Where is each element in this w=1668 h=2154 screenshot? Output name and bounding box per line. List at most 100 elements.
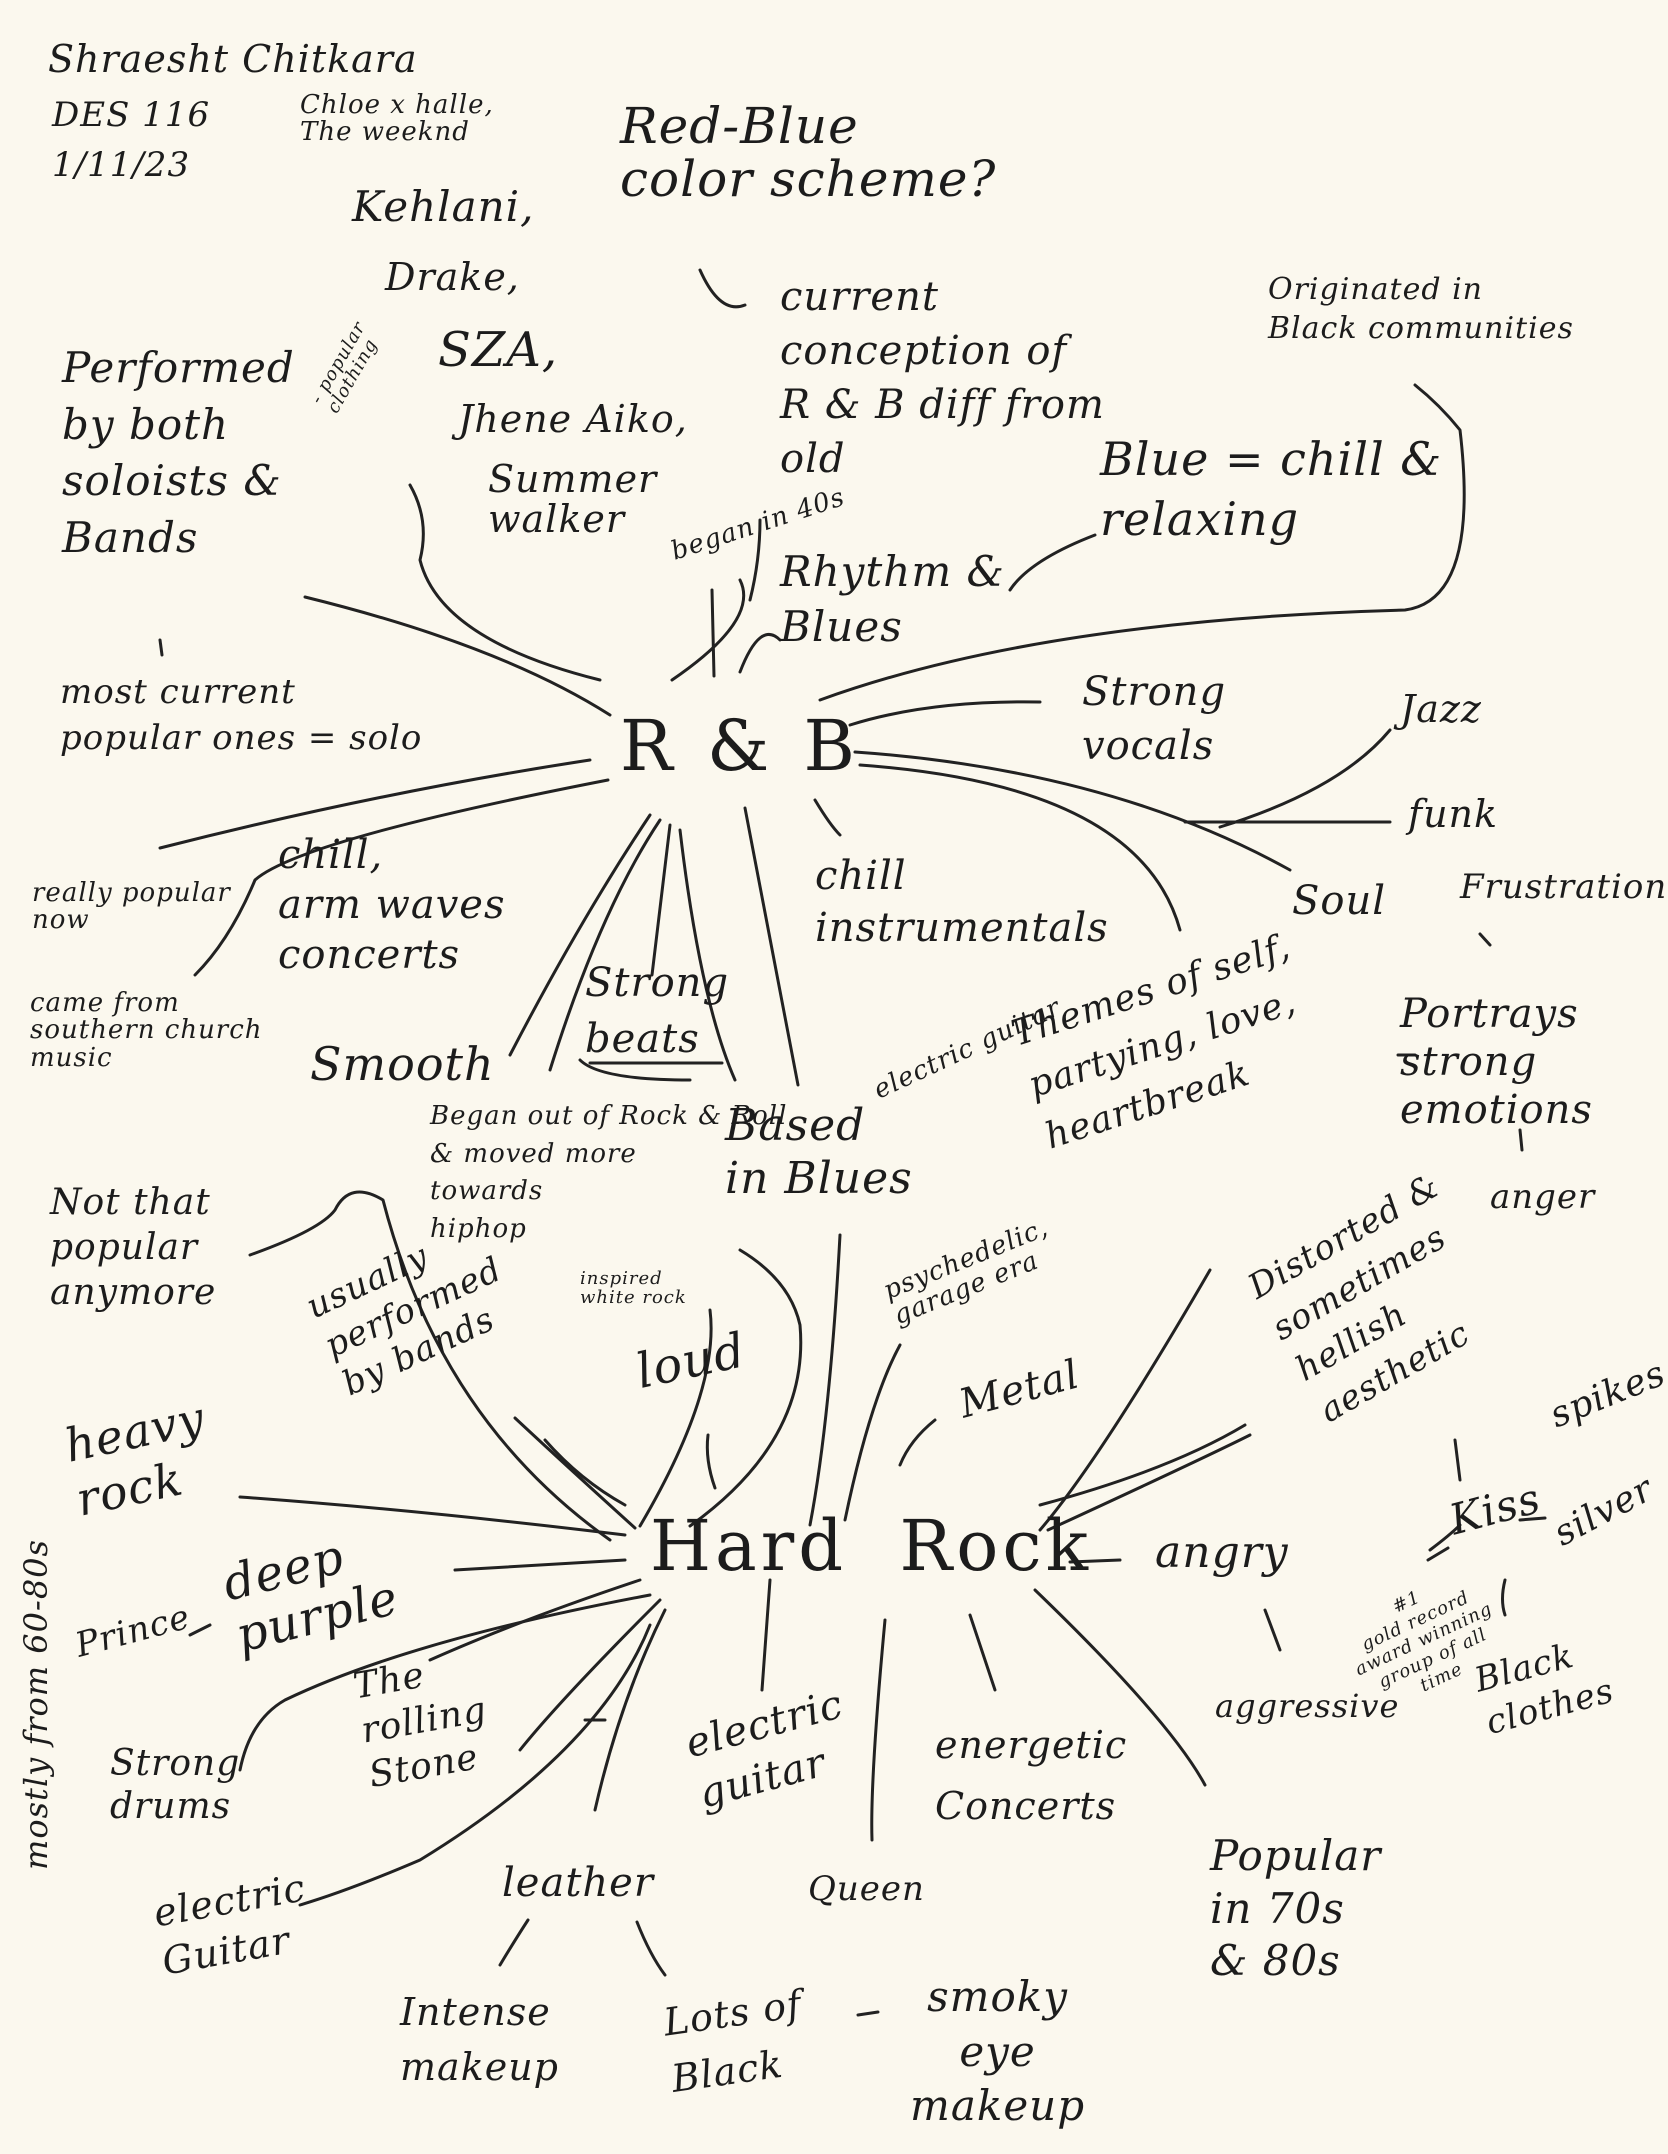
connector bbox=[453, 1558, 627, 1572]
connector bbox=[498, 1918, 530, 1967]
node-strong-vocals: Strong vocals bbox=[1082, 669, 1227, 769]
connector bbox=[870, 1618, 887, 1842]
connector bbox=[1008, 533, 1097, 592]
node-based-in-blues: Based in Blues bbox=[725, 1100, 913, 1204]
node-originated: Originated in Black communities bbox=[1268, 272, 1574, 346]
node-soul: Soul bbox=[1292, 878, 1387, 924]
page-title: Red-Blue color scheme? bbox=[620, 97, 997, 208]
hub-hard-rock: Hard Rock bbox=[650, 1505, 1093, 1587]
node-popular-70s: Popular in 70s & 80s bbox=[1210, 1831, 1382, 1985]
connector bbox=[298, 1623, 652, 1907]
connector bbox=[518, 1598, 662, 1752]
node-began-out-of: Began out of Rock & Roll & moved more to… bbox=[430, 1101, 788, 1245]
node-jazz: Jazz bbox=[1400, 687, 1482, 731]
connector bbox=[543, 1438, 627, 1507]
node-rolling-stone: The rolling Stone bbox=[350, 1654, 491, 1796]
connector bbox=[1518, 1516, 1547, 1522]
node-lots-of-black: Lots of Black bbox=[660, 1981, 805, 2101]
connector bbox=[705, 1433, 717, 1490]
node-queen: Queen bbox=[808, 1869, 925, 1909]
connector bbox=[1218, 728, 1392, 829]
author-name: Shraesht Chitkara bbox=[48, 37, 418, 81]
connector bbox=[808, 1233, 842, 1527]
connector bbox=[818, 383, 1466, 702]
connector bbox=[856, 2010, 880, 2017]
connector bbox=[158, 638, 164, 657]
connector bbox=[748, 518, 762, 602]
node-funk: funk bbox=[1408, 792, 1499, 836]
node-current-conception: current conception of R & B diff from ol… bbox=[780, 274, 1105, 482]
node-came-from: came from southern church music bbox=[30, 988, 263, 1073]
connector bbox=[408, 483, 602, 682]
connector bbox=[1068, 1558, 1122, 1564]
connector bbox=[858, 763, 1182, 932]
connector bbox=[1046, 1433, 1252, 1532]
node-chill-instrumentals: chill instrumentals bbox=[815, 853, 1109, 951]
connector bbox=[760, 1578, 772, 1692]
node-aggressive: aggressive bbox=[1215, 1687, 1400, 1725]
node-smooth: Smooth bbox=[310, 1037, 495, 1091]
connector bbox=[513, 1416, 637, 1530]
node-smoky-eye: smoky eye makeup bbox=[910, 1972, 1086, 2131]
course-code: DES 116 bbox=[52, 95, 211, 135]
node-anger: anger bbox=[1490, 1177, 1596, 1217]
connector bbox=[898, 1418, 937, 1467]
node-blue-chill: Blue = chill & relaxing bbox=[1100, 432, 1443, 546]
connector bbox=[578, 1058, 692, 1082]
connector bbox=[688, 1248, 803, 1528]
node-really-popular: really popular now bbox=[32, 878, 231, 936]
artist-jhene-aiko: Jhene Aiko, bbox=[458, 397, 688, 441]
connector bbox=[238, 1495, 627, 1537]
node-performed-by: Performed by both soloists & Bands bbox=[62, 343, 295, 563]
node-intense-makeup: Intense makeup bbox=[400, 1990, 560, 2090]
connector bbox=[650, 823, 672, 977]
connector bbox=[1038, 1423, 1247, 1507]
node-rhythm-blues: Rhythm & Blues bbox=[780, 547, 1005, 651]
connector bbox=[710, 588, 716, 678]
node-energetic: energetic Concerts bbox=[935, 1723, 1128, 1828]
node-angry: angry bbox=[1155, 1527, 1289, 1578]
connector bbox=[635, 1920, 667, 1977]
connector bbox=[548, 818, 662, 1072]
connector bbox=[848, 700, 1042, 727]
connector bbox=[508, 813, 652, 1057]
connector bbox=[158, 758, 592, 850]
node-mostly-from: mostly from 60-80s bbox=[17, 1539, 55, 1870]
connector bbox=[743, 806, 800, 1087]
connector bbox=[698, 268, 747, 309]
connector bbox=[1038, 1268, 1212, 1532]
node-leather: leather bbox=[502, 1860, 654, 1906]
node-portrays: Portrays strong emotions bbox=[1400, 991, 1593, 1133]
connector bbox=[188, 1623, 212, 1637]
artist-kehlani: Kehlani, bbox=[352, 182, 535, 231]
node-most-current: most current popular ones = solo bbox=[60, 672, 423, 758]
connector bbox=[1033, 1588, 1207, 1787]
node-inspired: inspired white rock bbox=[580, 1268, 687, 1308]
connector bbox=[1501, 1578, 1507, 1617]
artist-chloe-weeknd: Chloe x halle, The weeknd bbox=[300, 90, 494, 148]
connector bbox=[670, 578, 746, 682]
node-strong-drums: Strong drums bbox=[110, 1743, 241, 1828]
artist-summer-walker: Summer walker bbox=[488, 457, 658, 541]
connector bbox=[193, 778, 610, 977]
node-chill-arm-waves: chill, arm waves concerts bbox=[278, 832, 506, 978]
artist-sza: SZA, bbox=[438, 322, 559, 378]
connector bbox=[1426, 1546, 1450, 1562]
connector bbox=[1518, 1128, 1524, 1152]
node-frustration: Frustration bbox=[1460, 867, 1668, 907]
connector bbox=[1453, 1438, 1462, 1482]
connector bbox=[248, 1190, 612, 1542]
connector bbox=[1428, 1523, 1462, 1552]
connector bbox=[853, 750, 1292, 872]
connector bbox=[678, 828, 737, 1082]
hub-rnb: R & B bbox=[620, 705, 861, 787]
node-not-popular: Not that popular anymore bbox=[50, 1182, 217, 1313]
date: 1/11/23 bbox=[52, 145, 191, 185]
connector bbox=[843, 1343, 902, 1522]
node-strong-beats: Strong beats bbox=[585, 960, 730, 1062]
connector bbox=[303, 595, 612, 717]
connector bbox=[1478, 932, 1492, 947]
connector bbox=[238, 1593, 652, 1772]
connector bbox=[813, 798, 842, 837]
